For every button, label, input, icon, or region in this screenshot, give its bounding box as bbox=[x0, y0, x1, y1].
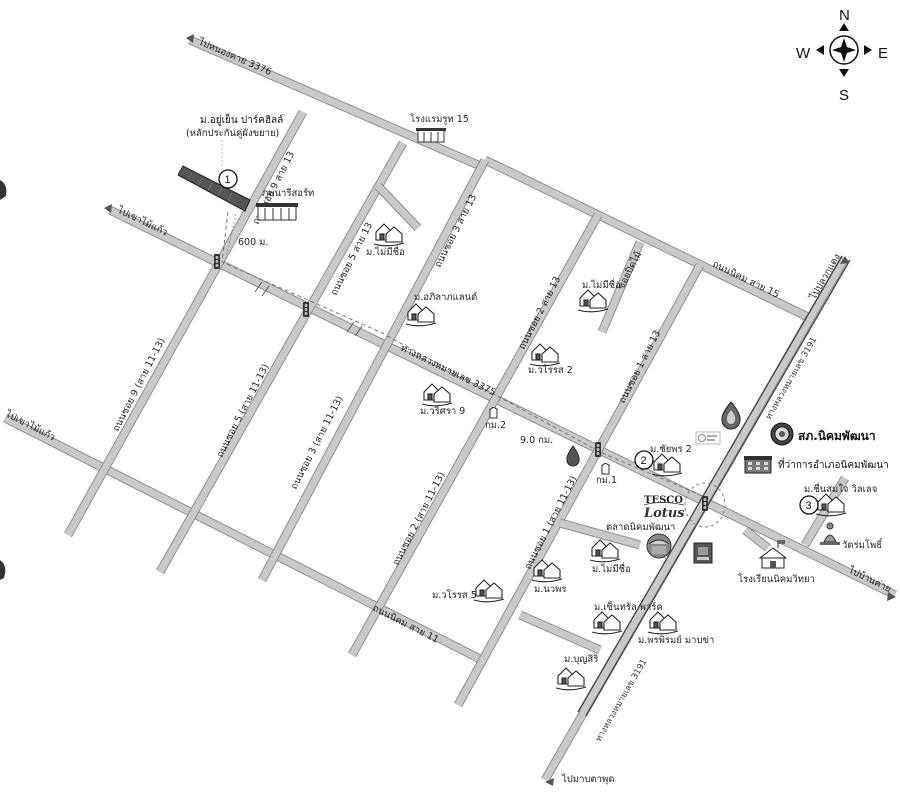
distance-600m: 600 ม. bbox=[238, 237, 268, 248]
label-wisara9: ม.วริศรา 9 bbox=[420, 406, 465, 417]
house-icon bbox=[647, 611, 679, 635]
label-worarot2: ม.วโรรส 2 bbox=[528, 364, 573, 376]
gas-station-icon bbox=[721, 401, 741, 430]
route-dashed-line bbox=[221, 211, 726, 528]
svg-text:1: 1 bbox=[225, 174, 231, 186]
compass-n: N bbox=[839, 7, 850, 24]
label-school: โรงเรียนนิคมวิทยา bbox=[738, 573, 815, 585]
house-icon bbox=[555, 667, 587, 691]
police-label: สภ.นิคมพัฒนา bbox=[798, 429, 876, 443]
road-arrows bbox=[104, 34, 896, 786]
government-building-icon bbox=[744, 456, 772, 474]
house-icon bbox=[815, 493, 847, 517]
label-worarot5: ม.วโรรส 5 bbox=[432, 589, 477, 601]
project-name: ม.อยู่เย็น ปาร์คฮิลล์ bbox=[200, 112, 283, 126]
gas-station-icon bbox=[566, 445, 580, 467]
compass-s: S bbox=[839, 87, 849, 104]
label-mai-mi-chue-1: ม.ไม่มีชื่อ bbox=[366, 245, 405, 258]
traffic-light-icon bbox=[702, 496, 708, 511]
label-soi5-1113: ถนนซอย 5 (สาย 11-13) bbox=[215, 362, 272, 459]
company-logo-icon bbox=[695, 431, 721, 445]
marker-2: 2 bbox=[634, 450, 654, 470]
label-km1: กม.1 bbox=[596, 475, 617, 486]
resort-label: ภูพนารีสอร์ท bbox=[262, 187, 314, 199]
marker-1: 1 bbox=[218, 169, 238, 189]
label-chaiyaporn2: ม.ชัยพร 2 bbox=[650, 444, 692, 455]
bridge-marks bbox=[254, 281, 363, 337]
resort-building-icon bbox=[256, 203, 298, 221]
label-boonsiri: ม.บุญสิริ bbox=[564, 654, 598, 665]
house-icon bbox=[531, 559, 563, 583]
road-network bbox=[2, 35, 897, 783]
project-note: (หลักประกันคู่ผังขยาย) bbox=[186, 128, 279, 139]
marker-3: 3 bbox=[799, 495, 819, 515]
traffic-light-icon bbox=[214, 254, 220, 269]
label-market: ตลาดนิคมพัฒนา bbox=[606, 522, 675, 533]
label-aphirak: ม.อภิลาภแลนด์ bbox=[414, 291, 477, 303]
house-icon bbox=[405, 303, 437, 327]
label-soi2-13: ถนนซอย 2 สาย 13 bbox=[517, 275, 563, 352]
edge-fragment bbox=[0, 180, 7, 200]
label-nawaporn: ม.นวพร bbox=[534, 584, 566, 595]
label-mai-mi-chue-2: ม.ไม่มีชื่อ bbox=[582, 278, 621, 291]
traffic-light-icon bbox=[303, 302, 309, 317]
district-office-label: ที่ว่าการอำเภอนิคมพัฒนา bbox=[778, 457, 889, 471]
edge-fragment bbox=[0, 560, 6, 580]
label-mai-mi-chue-3: ม.ไม่มีชื่อ bbox=[592, 562, 631, 575]
hotel-label: โรงแรมรูท 15 bbox=[410, 113, 469, 125]
place-labels: ม.ไม่มีชื่อ ม.อภิลาภแลนด์ ม.ไม่มีชื่อ ม.… bbox=[366, 245, 884, 665]
label-soi1-13: ถนนซอย 1 สาย 13 bbox=[617, 329, 663, 406]
label-9km: 9.0 กม. bbox=[520, 435, 553, 446]
house-icon bbox=[421, 383, 453, 407]
label-soi3-13: ถนนซอย 3 สาย 13 bbox=[433, 193, 479, 270]
compass-west-arrow bbox=[816, 45, 824, 55]
house-icon bbox=[577, 289, 609, 313]
label-chuensomjai: ม.ชื่นสมใจ วิลเลจ bbox=[804, 482, 877, 495]
label-to-nongkhai: ไปหนองคาย 3376 bbox=[196, 35, 274, 78]
label-soi2-1113: ถนนซอย 2 (สาย 11-13) bbox=[391, 470, 448, 567]
lotus-text: Lotus bbox=[643, 506, 685, 521]
house-icon bbox=[651, 453, 683, 477]
svg-text:3: 3 bbox=[806, 500, 812, 512]
hotel-building-icon bbox=[416, 128, 446, 143]
compass-north-arrow bbox=[839, 23, 849, 31]
km-post-icon bbox=[489, 407, 498, 419]
house-icon bbox=[473, 579, 505, 603]
label-km2: กม.2 bbox=[485, 420, 506, 431]
school-building-icon bbox=[758, 540, 788, 569]
km-post-icon bbox=[601, 463, 610, 475]
compass-rose: N S E W bbox=[796, 7, 888, 104]
police-badge-icon bbox=[770, 422, 794, 446]
label-soi9-1113: ถนนซอย 9 (สาย 11-13) bbox=[111, 336, 168, 433]
project-site: ม.อยู่เย็น ปาร์คฮิลล์ (หลักประกันคู่ผังข… bbox=[177, 112, 283, 259]
house-icon bbox=[373, 223, 405, 247]
compass-e: E bbox=[878, 45, 888, 62]
compass-south-arrow bbox=[839, 69, 849, 77]
compass-w: W bbox=[796, 45, 811, 62]
svg-text:2: 2 bbox=[641, 455, 647, 467]
tesco-lotus-logo: TESCO Lotus bbox=[643, 495, 685, 521]
house-icon bbox=[591, 611, 623, 635]
village-markers bbox=[373, 223, 847, 691]
house-icon bbox=[529, 343, 561, 367]
traffic-light-icon bbox=[595, 442, 601, 457]
label-to-maptaphut: ไปมาบตาพุด bbox=[561, 773, 614, 785]
temple-buddha-icon bbox=[820, 522, 840, 545]
label-central-park: ม.เซ็นทรัล พาร์ค bbox=[594, 600, 663, 613]
compass-east-arrow bbox=[864, 45, 872, 55]
tesco-text: TESCO bbox=[644, 495, 683, 506]
label-nikhom-11: ถนนนิคม สาย 11 bbox=[371, 603, 441, 646]
label-highway-3375: ทางหลวงหมายเลข 3375 bbox=[399, 343, 498, 399]
house-icon bbox=[589, 539, 621, 563]
traffic-lights bbox=[214, 254, 708, 511]
label-pornrom: ม.พรพิรมย์ มาบข่า bbox=[638, 634, 714, 646]
market-icon bbox=[646, 533, 672, 559]
project-plot bbox=[177, 165, 251, 212]
bank-logo-icon bbox=[693, 542, 713, 564]
label-wat: วัดร่มโพธิ์ bbox=[842, 537, 884, 551]
